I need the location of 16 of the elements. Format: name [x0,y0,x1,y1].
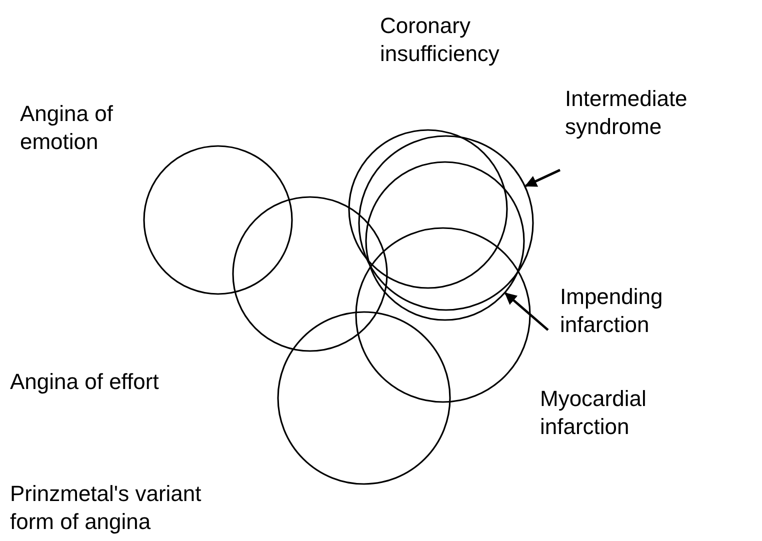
circle-outline [365,161,525,321]
annotation-text: Intermediate syndrome [565,85,715,141]
leader-arrow [524,168,560,187]
circle-outline [355,227,531,403]
circle-label: Angina of effort [10,368,160,396]
circle-outline [277,311,451,485]
circle-label: Myocardial infarction [540,385,648,441]
annotation-text: Impending infarction [560,283,690,339]
circle-label: Coronary insufficiency [380,12,500,68]
circle-outline [232,196,388,352]
circle-outline [143,145,293,295]
circle-outline [348,129,508,289]
circle-label: Angina of emotion [20,100,114,156]
circle-outline [358,135,534,311]
circle-label: Prinzmetal's variant form of angina [10,480,202,536]
leader-arrow [504,292,549,331]
